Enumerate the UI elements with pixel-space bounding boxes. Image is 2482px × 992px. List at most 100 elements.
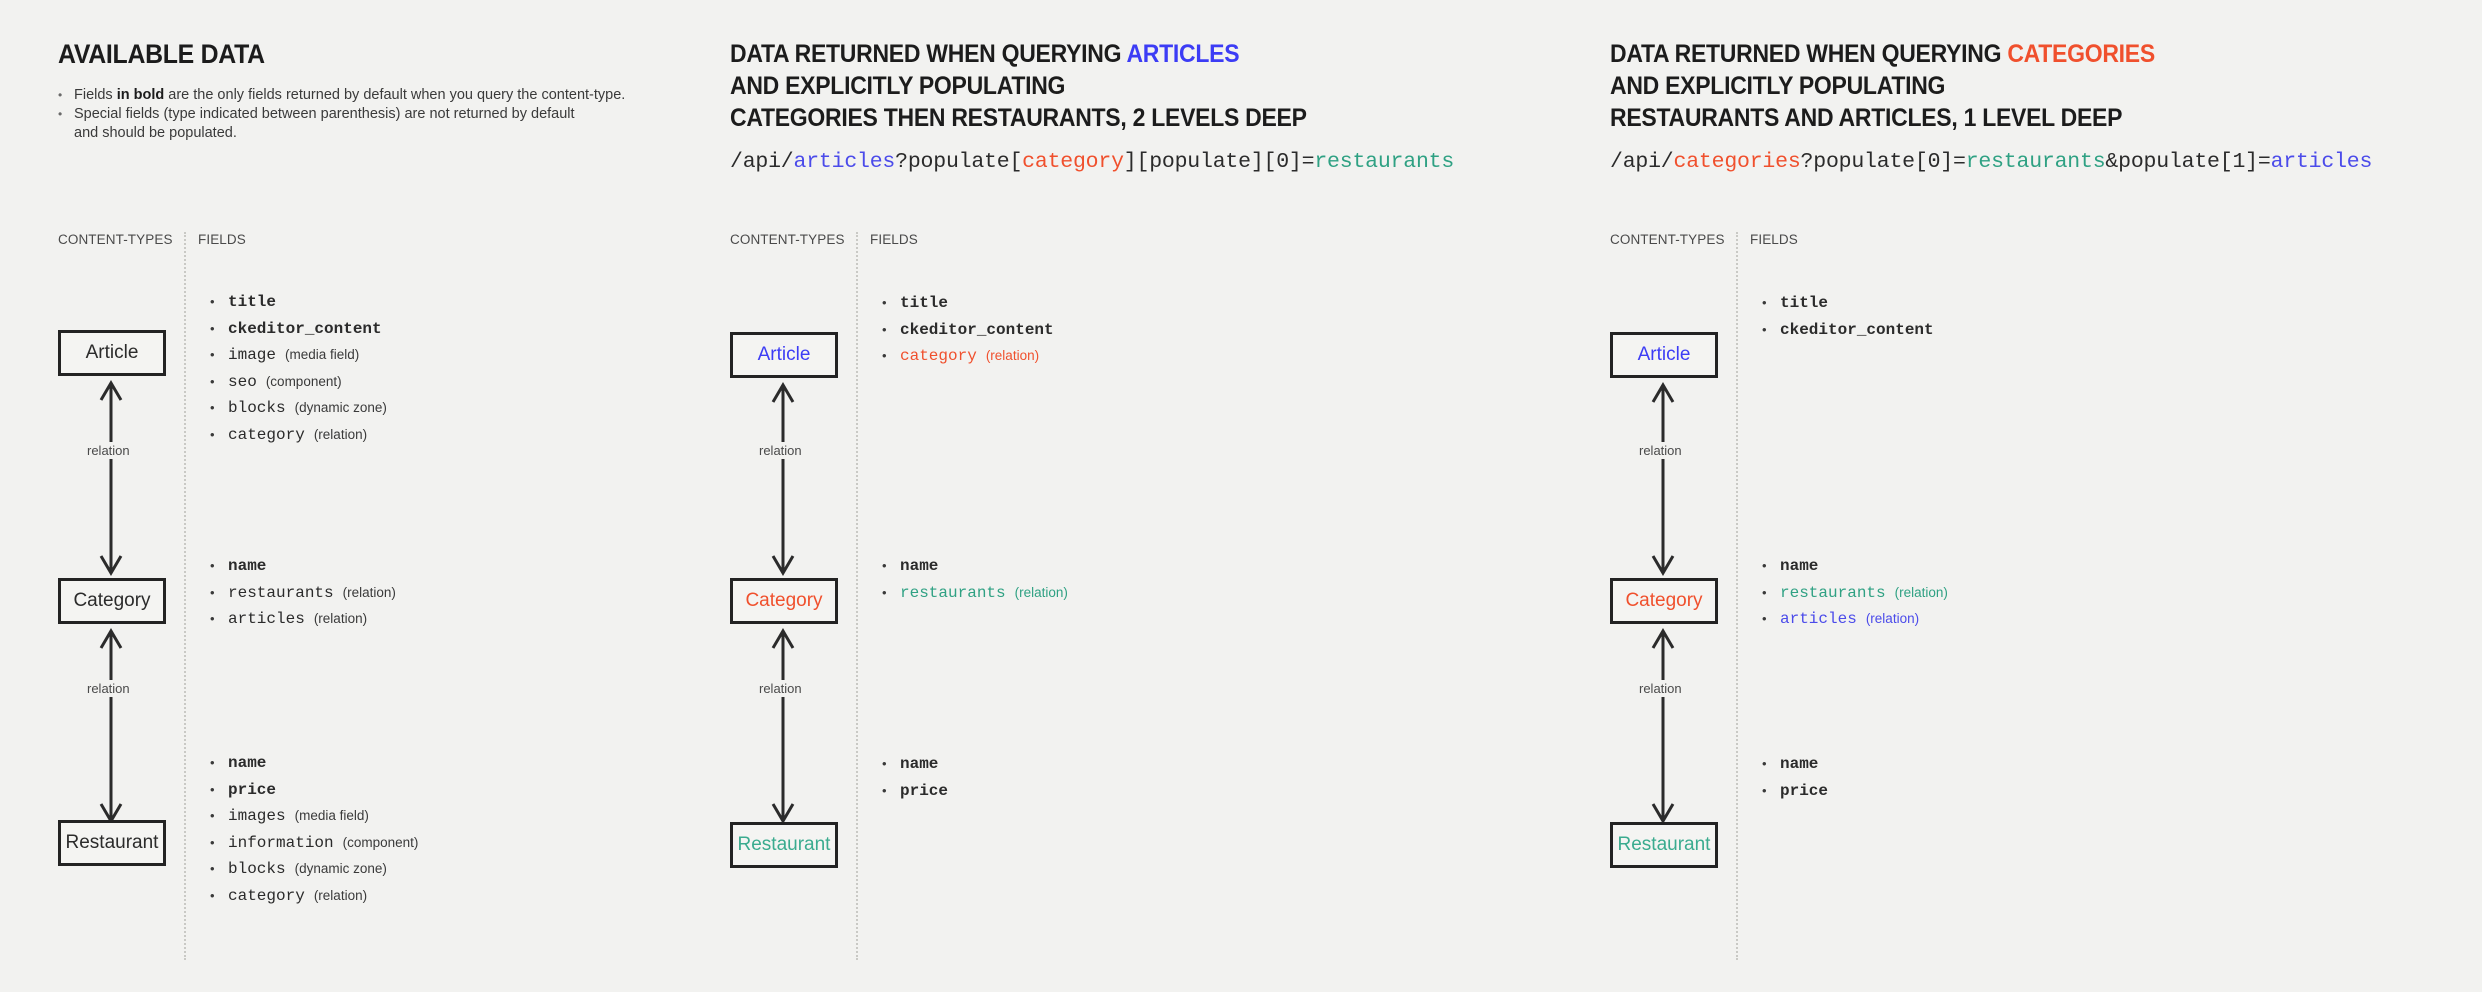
field-name: articles [228,610,305,628]
field-type: (media field) [285,347,360,362]
heading-line-1: DATA RETURNED WHEN QUERYING ARTICLES [730,40,1240,68]
sublabel-content-types: CONTENT-TYPES [58,232,173,247]
bullet-icon: • [1762,756,1767,771]
api-url-segment: /api/ [1610,150,1674,174]
api-url-segment: /api/ [730,150,794,174]
column-divider [184,232,186,960]
column-query-categories: DATA RETURNED WHEN QUERYING CATEGORIES A… [1610,0,2482,992]
field-name: title [1780,294,1829,312]
field-type: (relation) [985,348,1040,363]
heading-line-3: CATEGORIES THEN RESTAURANTS, 2 LEVELS DE… [730,104,1307,132]
bullet-icon: • [1762,558,1767,573]
api-url-segment: &populate[1]= [2105,150,2271,174]
sublabel-content-types: CONTENT-TYPES [730,232,845,247]
api-url-articles[interactable]: /api/articles?populate[category][populat… [730,150,1454,174]
field-row: •name [210,750,418,777]
field-row: •category(relation) [210,883,418,910]
field-name: name [1780,755,1819,773]
bullet-icon: • [210,861,215,876]
heading-line-1: DATA RETURNED WHEN QUERYING CATEGORIES [1610,40,2155,68]
bullet-icon: • [882,295,887,310]
field-type: (component) [265,373,342,389]
entity-box-article[interactable]: Article [58,330,166,376]
field-name: image [228,346,277,364]
field-name: price [1780,781,1829,800]
bullet-icon: • [882,584,887,600]
field-row: • ckeditor_content [210,316,387,343]
field-name: ckeditor_content [228,319,382,338]
column-available-data: AVAILABLE DATA • Fields in bold are the … [0,0,860,992]
api-url-segment: articles [2270,150,2373,174]
column-divider [1736,232,1738,960]
column-2-heading: DATA RETURNED WHEN QUERYING ARTICLES AND… [730,38,1307,134]
field-name: seo [228,372,257,391]
field-type: (component) [342,834,419,850]
fields-article: •title•ckeditor_content•category(relatio… [882,290,1054,370]
heading-line-3: RESTAURANTS AND ARTICLES, 1 LEVEL DEEP [1610,104,2123,132]
field-row: •price [1762,778,1828,805]
field-row: •category(relation) [210,422,387,449]
relation-arrow-article-category [96,378,126,578]
field-row: •image(media field) [210,342,387,369]
entity-box-category[interactable]: Category [1610,578,1718,624]
relation-label-1: relation [754,442,807,459]
relation-label-2: relation [754,680,807,697]
entity-label: Article [757,344,811,365]
entity-box-category[interactable]: Category [58,578,166,624]
api-url-segment: ][populate][0]= [1123,150,1315,174]
fields-restaurant: •name•price•images(media field)•informat… [210,750,418,909]
field-row: •title [210,289,387,316]
field-name: name [900,557,939,575]
entity-box-article[interactable]: Article [730,332,838,378]
bullet-icon: • [210,755,215,770]
field-type: (relation) [313,426,368,442]
bullet-icon: • [210,887,215,903]
entity-label: Category [1625,590,1703,611]
bullet-icon: • [210,611,215,626]
field-name: title [900,294,949,312]
legend-note-1: • Fields in bold are the only fields ret… [58,86,698,105]
field-type: (relation) [1865,611,1920,626]
column-3-heading: DATA RETURNED WHEN QUERYING CATEGORIES A… [1610,38,2155,134]
bullet-icon: • [210,781,215,797]
entity-box-category[interactable]: Category [730,578,838,624]
entity-box-restaurant[interactable]: Restaurant [58,820,166,866]
field-name: restaurants [900,583,1006,602]
heading-highlight-categories: CATEGORIES [2007,40,2155,68]
field-name: price [228,780,277,799]
entity-box-article[interactable]: Article [1610,332,1718,378]
bullet-icon: • [58,88,63,102]
bullet-icon: • [1762,321,1767,337]
heading-line-1: AVAILABLE DATA [58,39,265,69]
field-name: ckeditor_content [1780,320,1934,339]
entity-box-restaurant[interactable]: Restaurant [730,822,838,868]
column-query-articles: DATA RETURNED WHEN QUERYING ARTICLES AND… [730,0,1600,992]
relation-arrow-category-restaurant [768,626,798,826]
relation-arrow-article-category [768,380,798,578]
column-1-heading: AVAILABLE DATA [58,38,265,70]
entity-label: Restaurant [737,834,831,855]
field-row: •name [1762,553,1948,580]
heading-line-2: AND EXPLICITLY POPULATING [1610,72,1946,100]
entity-label: Restaurant [1617,834,1711,855]
api-url-categories[interactable]: /api/categories?populate[0]=restaurants&… [1610,150,2372,174]
bullet-icon: • [210,320,215,336]
legend-notes: • Fields in bold are the only fields ret… [58,86,698,143]
field-type: (relation) [1014,584,1068,600]
bullet-icon: • [1762,611,1767,626]
field-name: title [228,293,277,311]
field-row: •category(relation) [882,343,1054,370]
sublabel-content-types: CONTENT-TYPES [1610,232,1725,247]
bullet-icon: • [882,558,887,573]
fields-category: •name•restaurants(relation)•articles(rel… [210,553,396,633]
bullet-icon: • [58,107,63,121]
field-row: • name [882,553,1068,580]
field-name: category [900,347,977,365]
relation-label-2: relation [82,680,135,697]
field-row: • restaurants (relation) [882,580,1068,607]
field-name: price [900,781,949,800]
bullet-icon: • [1762,584,1767,600]
field-row: •restaurants(relation) [1762,580,1948,607]
entity-box-restaurant[interactable]: Restaurant [1610,822,1718,868]
relation-arrow-category-restaurant [96,626,126,826]
